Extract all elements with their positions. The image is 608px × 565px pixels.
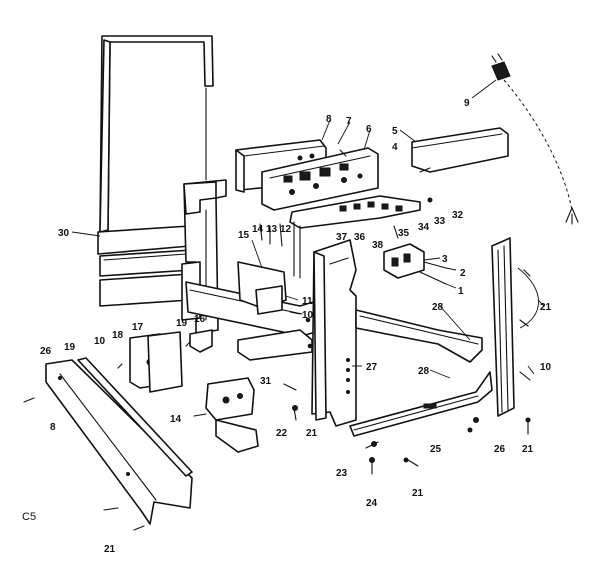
callout-31: 31 xyxy=(260,376,272,387)
callout-25: 25 xyxy=(430,444,442,455)
front-base-rail-part xyxy=(349,371,493,437)
callout-38: 38 xyxy=(372,240,384,251)
callout-14-bottom: 14 xyxy=(170,414,182,425)
callout-28-upper: 28 xyxy=(432,302,444,313)
callout-24: 24 xyxy=(366,498,378,509)
right-side-frame-part xyxy=(311,239,357,427)
callout-16: 16 xyxy=(194,314,206,325)
callout-34: 34 xyxy=(418,222,430,233)
callout-1: 1 xyxy=(458,286,464,297)
valve-block-part xyxy=(383,243,447,285)
callout-10-right: 10 xyxy=(540,362,552,373)
callout-17: 17 xyxy=(132,322,144,333)
callout-labels: 1 2 3 4 5 6 7 8 9 10 10 10 11 12 13 14 1… xyxy=(22,98,552,555)
callout-15: 15 xyxy=(238,230,250,241)
callout-7: 7 xyxy=(346,116,352,127)
left-bracket-group-part xyxy=(129,329,213,393)
latch-assembly-part xyxy=(205,377,259,453)
callout-21-center: 21 xyxy=(306,428,318,439)
callout-35: 35 xyxy=(398,228,410,239)
wiring-harness-part xyxy=(289,195,433,279)
callout-32: 32 xyxy=(452,210,464,221)
callout-30: 30 xyxy=(58,228,70,239)
callout-5: 5 xyxy=(392,126,398,137)
callout-10-left: 10 xyxy=(94,336,106,347)
crossmember-part xyxy=(185,261,323,361)
callout-23: 23 xyxy=(336,468,348,479)
callout-8: 8 xyxy=(326,114,332,125)
callout-21-bottom: 21 xyxy=(412,488,424,499)
leader-lines xyxy=(71,79,545,379)
callout-2: 2 xyxy=(460,268,466,279)
fastener-hardware xyxy=(23,149,531,531)
callout-14-top: 14 xyxy=(252,224,264,235)
callout-6: 6 xyxy=(366,124,372,135)
top-rail-part xyxy=(411,127,509,173)
callout-3: 3 xyxy=(442,254,448,265)
callout-13: 13 xyxy=(266,224,278,235)
callout-22: 22 xyxy=(276,428,288,439)
callout-27: 27 xyxy=(366,362,378,373)
callout-28-lower: 28 xyxy=(418,366,430,377)
callout-26-right: 26 xyxy=(494,444,506,455)
callout-33: 33 xyxy=(434,216,446,227)
callout-8-left: 8 xyxy=(50,422,56,433)
callout-10-center: 10 xyxy=(302,310,314,321)
control-panel-part xyxy=(261,147,379,211)
callout-21-right-bottom: 21 xyxy=(522,444,534,455)
right-upright-rail-part xyxy=(491,237,515,417)
callout-21-bottom-left: 21 xyxy=(104,544,116,555)
front-left-rail-part xyxy=(45,357,193,525)
diagram-code: C5 xyxy=(22,511,36,523)
callout-4: 4 xyxy=(392,142,398,153)
callout-18: 18 xyxy=(112,330,124,341)
callout-36: 36 xyxy=(354,232,366,243)
callout-19-center: 19 xyxy=(176,318,188,329)
callout-11: 11 xyxy=(302,296,313,307)
callout-26-left: 26 xyxy=(40,346,52,357)
back-panel-part xyxy=(97,35,214,307)
right-channel-part xyxy=(355,309,483,363)
callout-12: 12 xyxy=(280,224,292,235)
callout-37: 37 xyxy=(336,232,348,243)
callout-21-right-top: 21 xyxy=(540,302,552,313)
power-cord-part xyxy=(491,53,579,225)
callout-19-left: 19 xyxy=(64,342,76,353)
callout-9: 9 xyxy=(464,98,470,109)
